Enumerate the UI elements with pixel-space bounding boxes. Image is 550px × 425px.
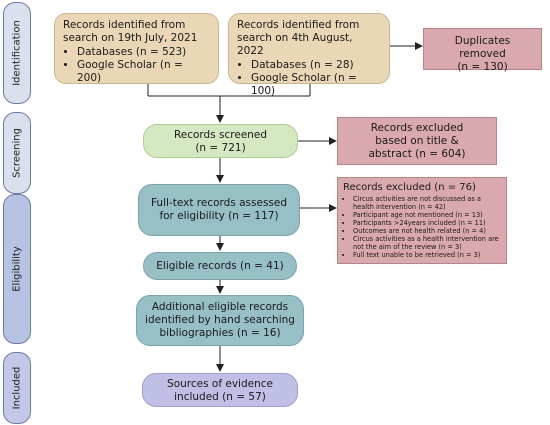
eligible-records-box: Eligible records (n = 41) xyxy=(143,252,297,280)
eligible-records-line1: Eligible records (n = 41) xyxy=(156,260,284,272)
duplicates-removed-line1: Duplicates removed xyxy=(454,35,511,60)
list-item: Google Scholar (n = 200) xyxy=(77,59,210,85)
list-item: Participants >24years included (n = 11) xyxy=(353,219,501,227)
records-screened-box: Records screened (n = 721) xyxy=(143,124,298,158)
list-item: Outcomes are not health related (n = 4) xyxy=(353,227,501,235)
records-excluded-eligibility-title: Records excluded (n = 76) xyxy=(343,182,476,193)
duplicates-removed-box: Duplicates removed (n = 130) xyxy=(423,28,542,73)
records-identified-2021-line2: search on 19th July, 2021 xyxy=(63,32,198,44)
records-screened-line2: (n = 721) xyxy=(195,142,246,154)
records-identified-2022-box: Records identified from search on 4th Au… xyxy=(228,13,390,97)
records-excluded-screening-line3: abstract (n = 604) xyxy=(368,148,466,160)
records-excluded-screening-line1: Records excluded xyxy=(370,122,464,134)
list-item: Google Scholar (n = 100) xyxy=(251,72,381,98)
records-excluded-eligibility-box: Records excluded (n = 76) Circus activit… xyxy=(337,177,507,264)
records-identified-2021-box: Records identified from search on 19th J… xyxy=(54,13,219,84)
records-screened-line1: Records screened xyxy=(173,129,268,141)
list-item: Circus activities are not discussed as a… xyxy=(353,195,501,211)
fulltext-assessed-box: Full-text records assessed for eligibili… xyxy=(138,184,300,236)
list-item: Circus activities as a health interventi… xyxy=(353,235,501,251)
list-item: Databases (n = 523) xyxy=(77,46,210,59)
list-item: Full text unable to be retrieved (n = 3) xyxy=(353,251,501,259)
list-item: Databases (n = 28) xyxy=(251,59,381,72)
stage-included: Included xyxy=(3,352,31,424)
fulltext-assessed-line2: for eligibility (n = 117) xyxy=(159,210,279,222)
records-excluded-screening-box: Records excluded based on title & abstra… xyxy=(337,117,497,165)
sources-of-evidence-box: Sources of evidence included (n = 57) xyxy=(142,373,298,407)
records-identified-2022-line2: search on 4th August, 2022 xyxy=(237,32,353,57)
records-identified-2021-line1: Records identified from xyxy=(63,19,186,31)
stage-eligibility: Eligibility xyxy=(3,194,31,344)
exclusion-reasons-list: Circus activities are not discussed as a… xyxy=(343,195,501,259)
fulltext-assessed-line1: Full-text records assessed xyxy=(150,197,288,209)
records-excluded-screening-line2: based on title & xyxy=(375,135,459,147)
records-identified-2021-list: Databases (n = 523) Google Scholar (n = … xyxy=(63,46,210,85)
list-item: Participant age not mentioned (n = 13) xyxy=(353,211,501,219)
records-identified-2022-line1: Records identified from xyxy=(237,19,360,31)
duplicates-removed-line2: (n = 130) xyxy=(457,61,508,73)
stage-identification: Identification xyxy=(3,2,31,104)
records-identified-2022-list: Databases (n = 28) Google Scholar (n = 1… xyxy=(237,59,381,98)
additional-records-line2: identified by hand searching xyxy=(145,314,295,326)
sources-of-evidence-line2: included (n = 57) xyxy=(174,391,266,403)
additional-records-line3: bibliographies (n = 16) xyxy=(159,327,281,339)
additional-records-box: Additional eligible records identified b… xyxy=(136,295,304,346)
sources-of-evidence-line1: Sources of evidence xyxy=(167,378,273,390)
stage-screening: Screening xyxy=(3,112,31,194)
additional-records-line1: Additional eligible records xyxy=(151,301,289,313)
